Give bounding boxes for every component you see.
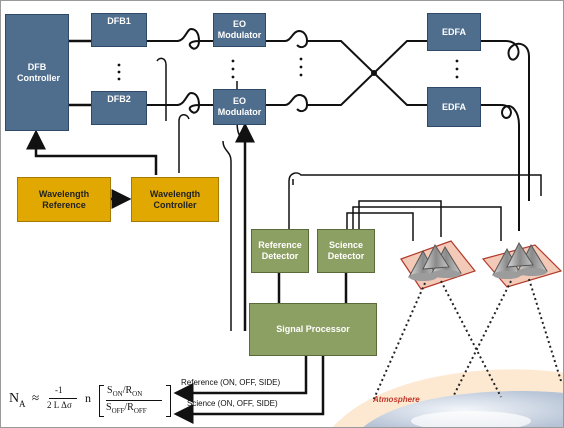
beam-lines [372, 278, 562, 402]
science-signal-label: Science (ON, OFF, SIDE) [187, 399, 278, 408]
wavelength-reference-block: Wavelength Reference [17, 177, 111, 222]
wire-sp-reference [173, 356, 308, 403]
wire-wl-to-dfb [26, 129, 158, 175]
equation-ratio-bar [106, 400, 162, 401]
telescope-array-left [400, 240, 477, 290]
coupler-node [371, 70, 377, 76]
signal-processor-block: Signal Processor [249, 303, 377, 356]
eo-modulator-2-block: EO Modulator [213, 89, 266, 125]
edfa-1-block: EDFA [427, 13, 481, 51]
atmosphere-label: Atmosphere [373, 395, 420, 404]
bot-s: S [106, 402, 112, 413]
fiber-bus [288, 172, 542, 229]
equation-ratio-top: SON/RON [107, 385, 142, 398]
bot-s-sub: OFF [111, 407, 125, 415]
dfb-controller-block: DFB Controller [5, 14, 69, 131]
telescope-array-right [481, 241, 563, 288]
equation-ln: n [85, 391, 91, 405]
edfa-2-block: EDFA [427, 87, 481, 127]
fiber-eo2-loop [266, 93, 309, 113]
dfb2-block: DFB2 [91, 91, 147, 125]
science-detector-block: Science Detector [317, 229, 375, 273]
fiber-cross-a [307, 40, 427, 106]
retrieval-equation: N A ≈ -1 2 L Δσ n SON/RON SOFF/ROFF [9, 381, 174, 423]
equation-frac-den: 2 L Δσ [47, 400, 72, 410]
fiber-cross-b [307, 40, 427, 106]
fiber-tail-1 [178, 114, 190, 173]
ellipsis-dots [117, 57, 459, 81]
wavelength-controller-block: Wavelength Controller [131, 177, 219, 222]
equation-approx: ≈ [32, 390, 40, 405]
bracket-left-icon [99, 385, 104, 417]
eo-modulator-1-label: EO Modulator [217, 19, 262, 40]
reference-detector-label: Reference Detector [258, 240, 302, 261]
fiber-edfa2-out [481, 104, 520, 231]
receiver-line-3 [358, 200, 442, 237]
reference-detector-block: Reference Detector [251, 229, 309, 273]
dfb2-label: DFB2 [107, 94, 131, 104]
fiber-dfb2-eo2 [147, 91, 213, 114]
fiber-dfb1-eo1 [147, 27, 213, 50]
edfa-2-label: EDFA [441, 101, 466, 112]
equation-frac-num: -1 [55, 385, 63, 395]
fiber-eo1-loop [266, 29, 309, 49]
receiver-line-1 [346, 212, 414, 241]
bracket-right-icon [166, 385, 171, 417]
fiber-tail-2 [156, 57, 167, 121]
bot-r: /R [124, 402, 134, 413]
eo-modulator-1-block: EO Modulator [213, 13, 266, 47]
wire-sp-eo2 [222, 140, 232, 331]
eo-modulator-2-label: EO Modulator [217, 96, 262, 117]
signal-processor-label: Signal Processor [276, 324, 350, 334]
wavelength-reference-label: Wavelength Reference [38, 188, 90, 210]
dfb-controller-label: DFB Controller [17, 61, 61, 83]
dfb1-block: DFB1 [91, 13, 147, 47]
top-s-sub: ON [112, 390, 123, 398]
bot-r-sub: OFF [133, 407, 147, 415]
top-r-sub: ON [132, 390, 143, 398]
wire-sp-science [173, 356, 325, 424]
reference-signal-label: Reference (ON, OFF, SIDE) [181, 378, 281, 387]
edfa-1-label: EDFA [441, 26, 466, 37]
equation-frac-bar [49, 398, 77, 399]
wavelength-controller-label: Wavelength Controller [149, 188, 201, 210]
equation-ratio-bottom: SOFF/ROFF [106, 402, 147, 415]
receiver-line-2 [352, 206, 502, 241]
top-r: /R [122, 385, 133, 396]
science-detector-label: Science Detector [327, 240, 365, 261]
dfb1-label: DFB1 [107, 16, 131, 26]
top-s: S [107, 385, 113, 396]
fiber-edfa1-out [481, 40, 530, 201]
equation-lhs-sub: A [19, 399, 26, 409]
earth-highlight [411, 411, 531, 427]
equation-lhs: N [9, 391, 20, 406]
